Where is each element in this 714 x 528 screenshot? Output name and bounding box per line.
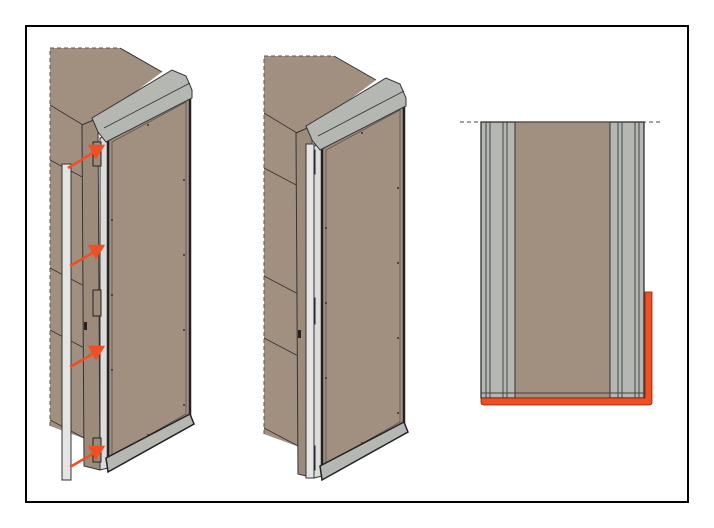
arrow-4	[69, 450, 97, 469]
trim-highlight	[480, 291, 653, 406]
arrow-1-head-icon	[87, 144, 106, 160]
arrow-1	[67, 149, 97, 170]
arrow-2-head-icon	[87, 244, 106, 260]
arrow-3-head-icon	[87, 345, 106, 361]
step-2-figure	[262, 54, 410, 482]
diagram-frame	[25, 25, 689, 503]
arrow-2	[69, 249, 97, 268]
step-3-detail	[460, 121, 662, 406]
arrow-3	[69, 350, 97, 369]
arrow-4-head-icon	[87, 445, 106, 461]
arrows	[67, 144, 106, 469]
trim-strip	[61, 163, 72, 481]
step-1-figure	[48, 46, 196, 481]
installed-trim-strip	[305, 143, 315, 479]
